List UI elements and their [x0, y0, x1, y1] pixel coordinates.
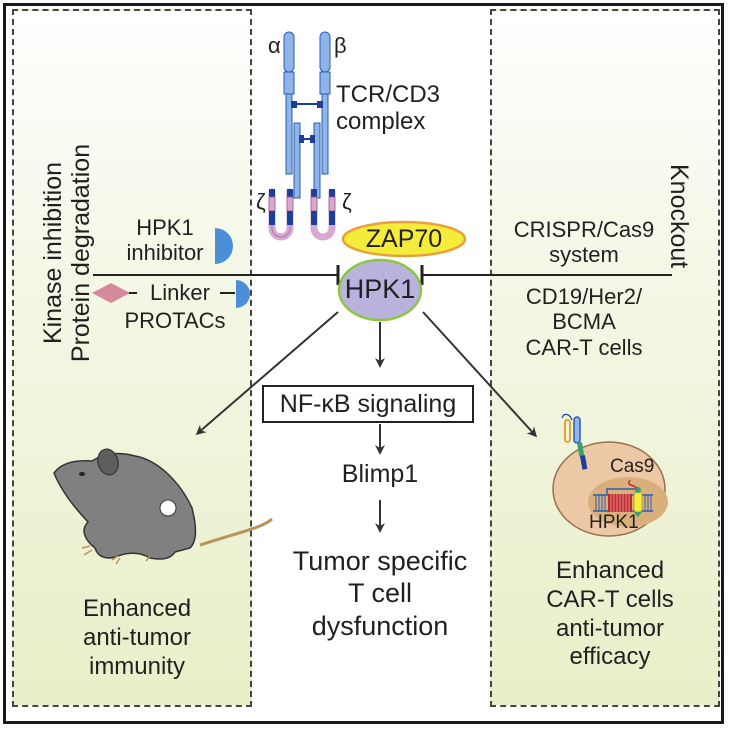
tcr-beta-chain: [319, 31, 331, 175]
protein-degradation-label: Protein degradation: [66, 143, 95, 363]
tcr-alpha-chain: [283, 31, 295, 175]
tcr-alpha-label: α: [268, 33, 281, 58]
blimp1-label: Blimp1: [341, 460, 419, 488]
crispr-line2: system: [549, 241, 619, 267]
figure-frame: [3, 3, 724, 724]
right-outcome-line2: CAR-T cells: [546, 585, 674, 613]
left-panel-vertical-title: Kinase inhibition Protein degradation: [39, 88, 95, 418]
left-outcome-line1: Enhanced: [82, 595, 192, 622]
nfkb-label: NF-κB signaling: [279, 389, 457, 418]
car-t-targets-line1: CD19/Her2/: [525, 284, 643, 309]
hpk1-inhibitor-line1: HPK1: [136, 215, 194, 240]
crispr-line1: CRISPR/Cas9: [513, 217, 655, 242]
hpk1-node: [337, 258, 423, 322]
crispr-label: CRISPR/Cas9 system: [494, 217, 674, 267]
tcr-complex-label: TCR/CD3 complex: [336, 81, 441, 136]
car-t-cell-icon: [552, 413, 668, 537]
tcr-complex-label-line2: complex: [336, 107, 426, 135]
car-t-targets-line3: CAR-T cells: [525, 334, 643, 360]
left-outcome-line2: anti-tumor: [82, 623, 192, 651]
linker-label: Linker: [150, 280, 210, 305]
car-t-targets-label: CD19/Her2/ BCMA CAR-T cells: [494, 284, 674, 360]
e3-ligand-diamond-icon: [92, 283, 130, 303]
zeta-left-label: ζ: [256, 189, 266, 214]
t-cell-dysfunction-label: Tumor specific T cell dysfunction: [260, 545, 500, 642]
dysfunction-line2: T cell: [347, 578, 413, 609]
right-outcome-line3: anti-tumor: [555, 614, 665, 642]
car-t-targets-line2: BCMA: [552, 309, 616, 335]
tcr-disulfide-bond: [291, 101, 323, 108]
kinase-inhibition-label: Kinase inhibition: [39, 161, 67, 345]
right-outcome-line1: Enhanced: [555, 557, 665, 584]
dysfunction-line3: dysfunction: [311, 610, 449, 641]
tcr-complex-label-line1: TCR/CD3: [336, 81, 441, 108]
zeta-chains: [268, 188, 336, 241]
hpk1-inhibitor-label: HPK1 inhibitor: [110, 215, 220, 265]
protac-warhead-icon: [236, 280, 250, 308]
zap70-node: [341, 220, 467, 258]
cas9-label: Cas9: [610, 456, 655, 477]
arrow-to-mouse: [195, 311, 339, 435]
arrow-to-cart-cell: [422, 311, 538, 438]
protacs-label: PROTACs: [124, 308, 226, 333]
hpk1-gene-label: HPK1: [589, 512, 639, 533]
left-outcome-line3: immunity: [88, 652, 185, 680]
right-panel-genetic: [490, 9, 720, 707]
zeta-right-label: ζ: [342, 189, 352, 214]
right-outcome-line4: efficacy: [569, 643, 651, 671]
left-outcome-label: Enhanced anti-tumor immunity: [62, 595, 212, 681]
cd3-chains: [293, 122, 321, 199]
hpk1-inhibitor-line2: inhibitor: [126, 239, 204, 265]
hpk1-inhibitor-icon: [215, 228, 233, 264]
left-panel-pharmacological: [12, 9, 252, 707]
mouse-icon: [53, 448, 274, 565]
nfkb-signaling-box: NF-κB signaling: [262, 385, 474, 423]
zap70-label: ZAP70: [365, 225, 443, 253]
tcr-beta-label: β: [334, 33, 347, 58]
right-outcome-label: Enhanced CAR-T cells anti-tumor efficacy: [520, 557, 700, 672]
dysfunction-line1: Tumor specific: [292, 546, 468, 576]
hpk1-label: HPK1: [344, 274, 416, 304]
